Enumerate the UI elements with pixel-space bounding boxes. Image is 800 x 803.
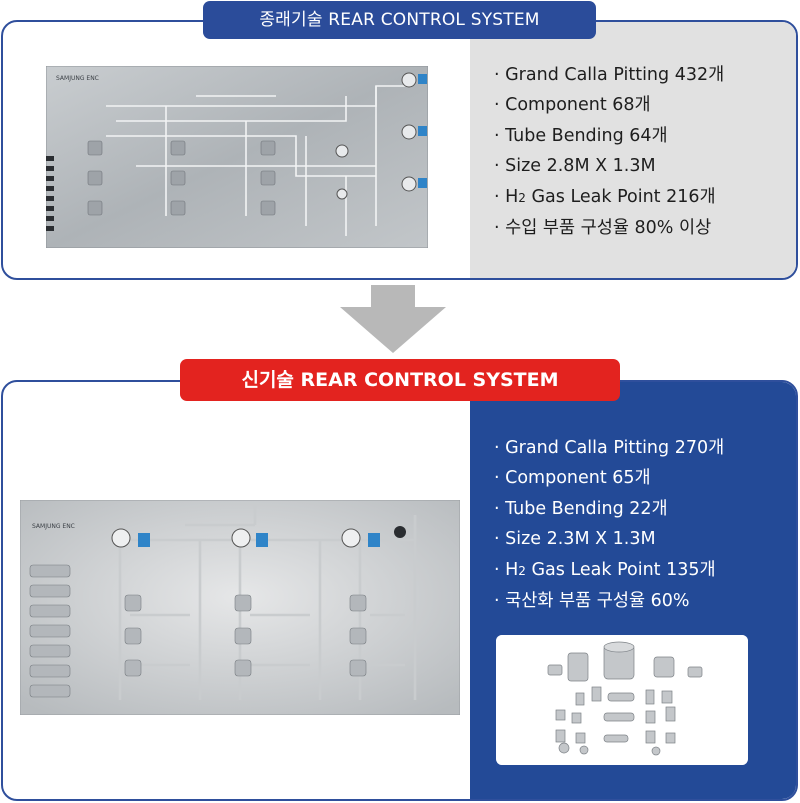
- new-spec-list: · Grand Calla Pitting 270개 · Component 6…: [494, 433, 724, 616]
- new-spec-item: · H2 Gas Leak Point 135개: [494, 559, 716, 580]
- old-spec-item: · Tube Bending 64개: [494, 125, 668, 146]
- new-spec-item: · Component 65개: [494, 468, 651, 489]
- new-control-panel-image: SAMJUNG ENC: [20, 500, 460, 715]
- new-spec-item: · 국산화 부품 구성율 60%: [494, 591, 690, 612]
- new-system-title: 신기술 REAR CONTROL SYSTEM: [180, 359, 620, 401]
- old-spec-list: · Grand Calla Pitting 432개 · Component 6…: [494, 60, 724, 243]
- new-spec-item: · Grand Calla Pitting 270개: [494, 438, 725, 458]
- old-spec-item: · Size 2.8M X 1.3M: [494, 156, 656, 177]
- new-panel-brand: SAMJUNG ENC: [32, 523, 75, 530]
- old-spec-panel: [470, 22, 796, 278]
- old-panel-brand: SAMJUNG ENC: [56, 75, 99, 82]
- old-spec-item: · Grand Calla Pitting 432개: [494, 65, 725, 85]
- new-spec-item: · Tube Bending 22개: [494, 498, 668, 519]
- old-system-title: 종래기술 REAR CONTROL SYSTEM: [203, 1, 596, 39]
- fitting-parts-image: [496, 635, 748, 765]
- old-spec-item: · H2 Gas Leak Point 216개: [494, 186, 716, 207]
- old-control-panel-image: SAMJUNG ENC: [46, 66, 428, 248]
- old-spec-item: · 수입 부품 구성율 80% 이상: [494, 218, 712, 239]
- down-arrow-icon: [340, 285, 446, 353]
- old-spec-item: · Component 68개: [494, 95, 651, 116]
- new-spec-item: · Size 2.3M X 1.3M: [494, 529, 656, 550]
